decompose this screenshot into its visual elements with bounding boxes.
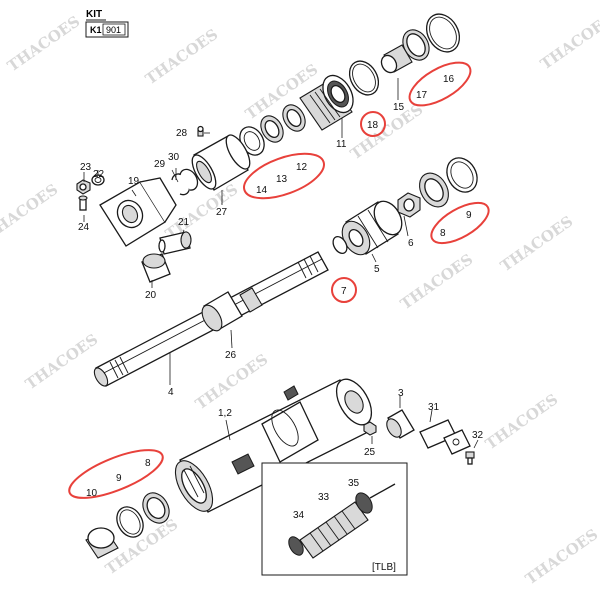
part-9-o-ring-lower: [116, 506, 144, 538]
callout-29: 29: [154, 159, 166, 170]
callout-13: 13: [276, 174, 288, 185]
part-12-seal: [282, 104, 306, 132]
part-17-ring: [402, 29, 430, 61]
inset-tlb-box: [TLB]: [261, 462, 408, 576]
part-33-bellows: [299, 501, 369, 559]
part-15-bushing: [380, 44, 413, 74]
part-32-bolt: [465, 451, 475, 465]
highlight-ring-16-17: [408, 61, 472, 107]
watermark-text: THACOES: [162, 180, 241, 243]
part-8-seal: [419, 172, 449, 208]
callout-24: 24: [78, 222, 90, 233]
callout-31: 31: [428, 402, 440, 413]
callout-4: 4: [168, 387, 174, 398]
callout-19: 19: [128, 176, 140, 187]
part-3-bushing: [386, 409, 415, 439]
part-27-sleeve: [191, 134, 251, 191]
watermark-text: THACOES: [537, 10, 600, 73]
part-10-wear-ring: [85, 527, 119, 559]
callout-14: 14: [256, 185, 268, 196]
callout-15: 15: [393, 102, 405, 113]
part-28-grease-nipple: [197, 125, 204, 137]
part-1-2-cylinder-barrel: [174, 378, 373, 513]
callout-1-2: 1,2: [218, 408, 232, 419]
watermark-text: THACOES: [522, 525, 600, 588]
callout-9-lower: 9: [116, 473, 122, 484]
part-20-bushing: [141, 253, 171, 283]
part-23-nut: [76, 179, 91, 195]
part-26-ring: [201, 291, 243, 332]
callout-8-upper: 8: [440, 228, 446, 239]
part-21-pin: [158, 231, 192, 255]
callout-6: 6: [408, 238, 414, 249]
callout-9-upper: 9: [466, 210, 472, 221]
part-9-o-ring: [446, 157, 478, 193]
callout-16: 16: [443, 74, 455, 85]
kit-code-prefix: K1: [90, 25, 102, 35]
callout-27: 27: [216, 207, 228, 218]
part-13-seal: [260, 115, 284, 143]
callout-10: 10: [86, 488, 98, 499]
watermark-text: THACOES: [4, 12, 83, 75]
part-19-rod-eye: [99, 177, 177, 247]
part-5-piston: [341, 200, 403, 256]
watermark-text: THACOES: [0, 180, 61, 243]
part-24-bolt: [78, 195, 88, 211]
highlight-ring-8-9-upper: [430, 201, 490, 245]
callout-32: 32: [472, 430, 484, 441]
part-35-clamp: [355, 483, 396, 514]
callout-20: 20: [145, 290, 157, 301]
callout-12: 12: [296, 162, 308, 173]
part-6-nut: [397, 192, 421, 218]
callout-numbers: 28 29 30 19 23 22 24 21 20 27 11 15 26 4…: [78, 102, 484, 521]
watermark-text: THACOES: [497, 212, 576, 275]
callout-22: 22: [93, 169, 105, 180]
callout-35: 35: [348, 478, 360, 489]
callout-17: 17: [416, 90, 428, 101]
part-25-grease-nipple: [363, 421, 377, 436]
kit-title: KIT: [86, 9, 102, 20]
callout-21: 21: [178, 217, 190, 228]
callout-34: 34: [293, 510, 305, 521]
callout-3: 3: [398, 388, 404, 399]
watermark-text: THACOES: [142, 25, 221, 88]
part-16-o-ring: [425, 13, 461, 53]
watermark-text: THACOES: [22, 330, 101, 393]
callout-28: 28: [176, 128, 188, 139]
callout-8-lower: 8: [145, 458, 151, 469]
callout-5: 5: [374, 264, 380, 275]
watermark-text: THACOES: [347, 100, 426, 163]
watermark-text: THACOES: [482, 390, 561, 453]
callout-11: 11: [336, 139, 347, 150]
highlight-circle-7: [331, 277, 357, 303]
part-31-pin: [419, 419, 471, 455]
inset-label: [TLB]: [372, 562, 396, 573]
callout-18: 18: [367, 120, 379, 131]
part-11-gland: [299, 74, 354, 131]
highlight-ring-8-9-10-lower: [68, 449, 164, 499]
leader-lines: [83, 78, 479, 449]
part-7-o-ring: [332, 235, 348, 255]
highlight-circle-18: [360, 111, 386, 137]
callout-30: 30: [168, 152, 180, 163]
part-8-seal-lower: [142, 492, 170, 524]
callout-33: 33: [318, 492, 330, 503]
callout-23: 23: [80, 162, 92, 173]
part-34-clamp: [288, 536, 304, 556]
part-18-o-ring: [348, 60, 380, 96]
callout-25: 25: [364, 447, 376, 458]
part-30-snap-ring: [179, 168, 199, 191]
highlight-ring-12-13-14: [243, 152, 325, 200]
highlighted-callouts: 17 16 18 14 13 12 8 9 7 10 9 8: [68, 61, 490, 499]
kit-code-value: 901: [106, 25, 121, 35]
kit-label: KIT K1 901: [85, 9, 129, 38]
callout-26: 26: [225, 350, 237, 361]
callout-7: 7: [341, 286, 347, 297]
watermark-text: THACOES: [397, 250, 476, 313]
